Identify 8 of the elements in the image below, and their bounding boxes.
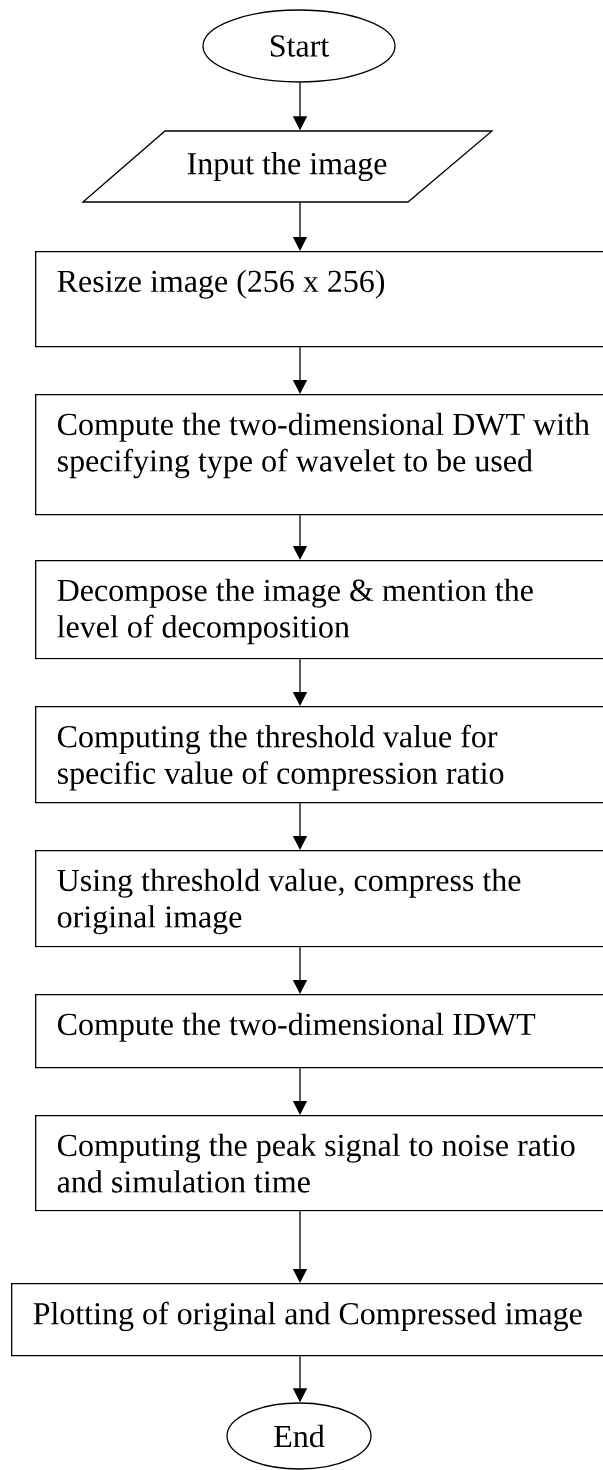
process-box: Computing the threshold value for specific value of compression ratio — [35, 706, 603, 804]
process-box: Decompose the image & mention the level of decomposition — [35, 560, 603, 660]
process-box: Plotting of original and Compressed image — [11, 1283, 603, 1357]
process-box: Computing the peak signal to noise ratio and simulation time — [35, 1115, 603, 1212]
process-box: Compute the two-dimensional DWT with specifying type of wavelet to be used — [35, 394, 603, 516]
process-box: Using threshold value, compress the original image — [35, 850, 603, 948]
process-box: Compute the two-dimensional IDWT — [35, 994, 603, 1069]
process-box: Resize image (256 x 256) — [35, 251, 603, 348]
